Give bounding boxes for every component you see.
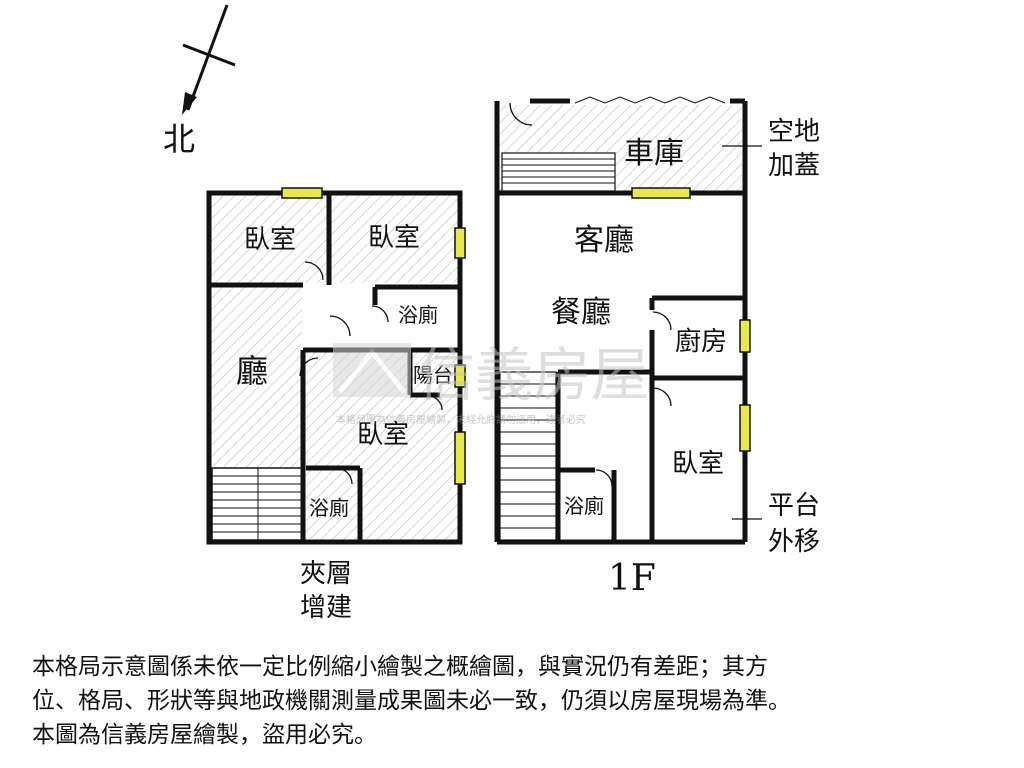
door-icon <box>299 357 319 377</box>
door-icon <box>595 469 613 487</box>
door-icon <box>427 395 443 411</box>
stairs-icon <box>499 371 557 541</box>
disclaimer-line: 本圖為信義房屋繪製，盜用必究。 <box>32 722 377 748</box>
north-label: 北 <box>163 120 195 158</box>
window-icon <box>454 364 466 388</box>
door-icon <box>509 102 533 126</box>
mezzanine-caption-line1: 夾層 <box>300 559 352 589</box>
disclaimer-line: 位、格局、形狀等與地政機關測量成果圖未必一致，仍須以房屋現場為準。 <box>32 688 791 714</box>
north-arrow-icon <box>182 4 236 115</box>
room-label-garage: 車庫 <box>624 136 684 171</box>
window-icon <box>281 187 323 199</box>
door-icon <box>652 387 672 407</box>
note-garage-line1: 空地 <box>768 117 820 147</box>
watermark-brand: 信義房屋 <box>417 341 649 409</box>
living-floor <box>211 287 302 467</box>
door-icon <box>335 467 353 485</box>
floor1-windows <box>631 187 751 452</box>
disclaimer-line: 本格局示意圖係未依一定比例縮小繪製之概繪圖，與實況仍有差距；其方 <box>32 654 768 680</box>
floor1-plan: 車庫 客廳 餐廳 廚房 臥室 浴廁 空地 加蓋 平台 外移 1F <box>494 96 820 599</box>
bedroom-2-floor <box>329 195 458 283</box>
door-icon <box>652 311 672 331</box>
watermark-logo-icon <box>333 343 411 397</box>
room-label-bedroom: 臥室 <box>672 449 724 479</box>
floor-plan-drawing: 北 <box>163 4 820 623</box>
bedroom-1-floor <box>211 195 327 283</box>
window-icon <box>739 319 751 353</box>
room-label-bedroom-3: 臥室 <box>357 420 409 450</box>
window-icon <box>631 187 691 199</box>
room-label-living: 廳 <box>236 352 268 390</box>
watermark-notice: 本格局圖為信義房屋繪製，未經允許請勿盜用，違者必究 <box>336 413 586 426</box>
door-icon <box>371 305 389 323</box>
room-label-bedroom-2: 臥室 <box>368 223 420 253</box>
room-label-living-room: 客廳 <box>574 223 634 258</box>
note-platform-line1: 平台 <box>768 491 820 521</box>
floor1-doors <box>595 311 672 487</box>
room-label-bathroom-2: 浴廁 <box>309 496 349 520</box>
window-icon <box>454 227 466 259</box>
mezzanine-doors <box>299 261 443 485</box>
mezzanine-caption-line2: 增建 <box>300 593 352 623</box>
room-label-dining-room: 餐廳 <box>551 295 611 330</box>
mezzanine-plan: 臥室 臥室 浴廁 廳 陽台 臥室 浴廁 夾層 增建 <box>206 187 466 623</box>
room-label-bathroom-1: 浴廁 <box>398 303 438 327</box>
watermark: 信義房屋 本格局圖為信義房屋繪製，未經允許請勿盜用，違者必究 <box>333 341 649 426</box>
stairs-icon <box>501 152 616 192</box>
floor-label: 1F <box>608 558 656 599</box>
note-garage-line2: 加蓋 <box>768 151 820 181</box>
room-label-balcony: 陽台 <box>413 363 453 387</box>
door-icon <box>329 315 351 337</box>
room-label-kitchen: 廚房 <box>675 327 727 357</box>
stairs-icon <box>211 467 303 541</box>
mezzanine-windows <box>281 187 466 485</box>
roll-door-icon <box>574 96 726 104</box>
room-label-bathroom: 浴廁 <box>564 494 604 518</box>
window-icon <box>454 431 466 485</box>
note-platform-line2: 外移 <box>768 527 820 557</box>
door-icon <box>304 261 324 281</box>
disclaimer: 本格局示意圖係未依一定比例縮小繪製之概繪圖，與實況仍有差距；其方 位、格局、形狀… <box>32 650 992 752</box>
window-icon <box>739 404 751 452</box>
room-label-bedroom-1: 臥室 <box>244 225 296 255</box>
